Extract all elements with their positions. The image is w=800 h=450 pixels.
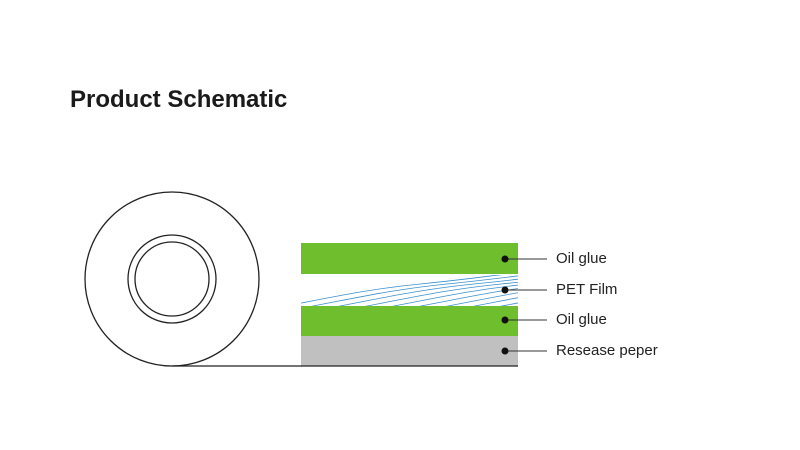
layer-label-oil-glue-top: Oil glue (556, 250, 607, 267)
pet-film-hatch-line (301, 275, 503, 304)
pet-film-hatch-line (392, 284, 518, 306)
layer-stack (301, 243, 773, 367)
layer-label-pet-film: PET Film (556, 281, 618, 298)
pet-film-hatch-line (473, 297, 518, 306)
leader-dot-4 (501, 347, 509, 355)
layer-release-paper (301, 336, 518, 366)
tape-roll (84, 191, 302, 367)
leader-dot-3 (501, 316, 509, 324)
layer-label-oil-glue-bottom: Oil glue (556, 311, 607, 328)
layer-label-release-paper: Resease peper (556, 342, 658, 359)
pet-film-hatch-line (311, 275, 518, 306)
pet-film-hatch-line (338, 278, 518, 306)
leader-dot-2 (501, 286, 509, 294)
layer-oil-glue-bottom (301, 306, 518, 336)
leaders (505, 258, 547, 352)
pet-film-hatch-line (513, 272, 773, 309)
roll-core-inner-circle (134, 241, 210, 317)
page-title: Product Schematic (70, 86, 288, 113)
leader-dots (501, 255, 509, 355)
leader-dot-1 (501, 255, 509, 263)
layer-oil-glue-top (301, 243, 518, 274)
pet-film-hatch-line (419, 288, 518, 306)
pet-film-hatch-line (365, 281, 518, 306)
pet-film-hatch-lines (301, 272, 773, 309)
pet-film-hatch-line (446, 292, 518, 306)
